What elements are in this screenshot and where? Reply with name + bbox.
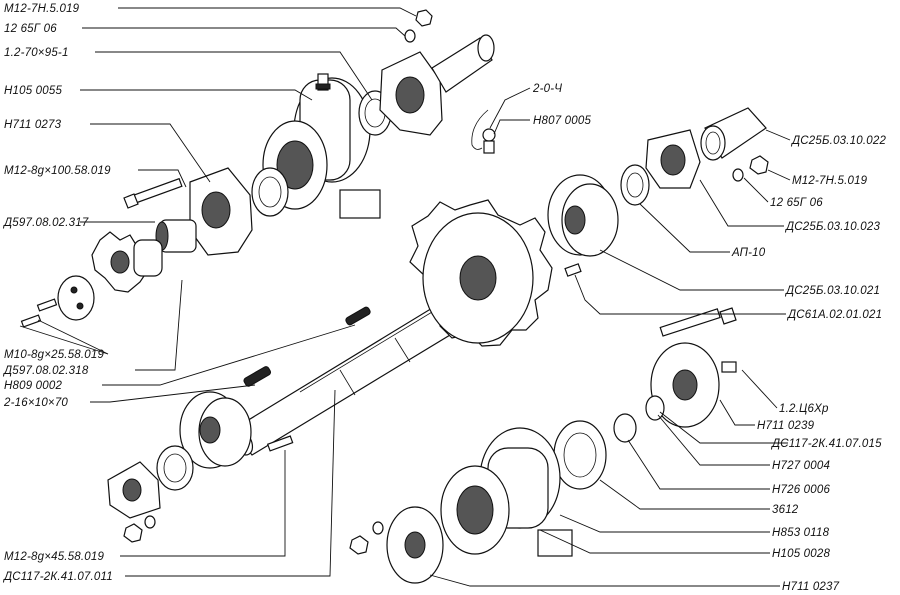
callout-label: ДС117-2К.41.07.015	[770, 438, 882, 450]
bolt-m12x100	[123, 177, 183, 209]
right-flange-plate	[645, 129, 701, 189]
upper-cover-flange	[379, 51, 443, 136]
callout-label: М12-7Н.5.019	[4, 3, 80, 15]
washer-right	[732, 168, 744, 182]
callout-label: Н711 0239	[757, 420, 815, 432]
callout-label: М12-8g×45.58.019	[4, 551, 104, 563]
callout-label: Д597.08.02.317	[2, 217, 89, 229]
cap-small	[613, 413, 637, 443]
nut-lower-left	[123, 523, 143, 543]
plug-c6hr	[721, 361, 737, 373]
lock-washer	[645, 395, 665, 421]
left-lower-flange	[179, 391, 252, 469]
callout-label: Д597.08.02.318	[2, 365, 89, 377]
bearing-left	[251, 167, 289, 217]
right-hub	[547, 174, 619, 257]
flange-left	[189, 167, 253, 256]
end-plate	[57, 275, 95, 321]
seal-lower-left	[156, 445, 194, 491]
grease-nipple-upper	[315, 73, 331, 91]
callout-label: Н711 0237	[782, 581, 840, 593]
washer-lower-left	[144, 515, 156, 529]
callout-label: 1.2.Ц6Хр	[779, 403, 829, 415]
small-sprocket	[91, 231, 163, 293]
callout-label: 12 65Г 06	[770, 197, 823, 209]
plug-hub	[564, 263, 582, 277]
right-lower-flange	[650, 342, 720, 428]
callout-label: М10-8g×25.58.019	[4, 349, 104, 361]
callout-label: Н727 0004	[772, 460, 830, 472]
callout-label: Н853 0118	[772, 527, 830, 539]
callout-label: ДС61А.02.01.021	[786, 309, 882, 321]
callout-label: Н105 0028	[772, 548, 830, 560]
callout-label: ДС117-2К.41.07.011	[2, 571, 113, 583]
callout-label: 3612	[772, 504, 799, 516]
callout-label: 12 65Г 06	[4, 23, 57, 35]
callout-label: 2-16×10×70	[3, 397, 68, 409]
lower-flange	[386, 506, 444, 584]
callout-label: Н809 0002	[4, 380, 62, 392]
callout-label: М12-8g×100.58.019	[4, 165, 111, 177]
bearing-flange-lower-left	[107, 461, 161, 519]
grease-nipple-2-0-ch	[471, 109, 496, 154]
leader-lines	[19, 7, 791, 587]
bolt-m12x45	[266, 435, 294, 452]
nut-right	[749, 155, 769, 175]
bushing-left	[155, 219, 197, 253]
callout-label: М12-7Н.5.019	[792, 175, 868, 187]
key-upper	[345, 306, 371, 326]
washer-lower	[372, 521, 384, 535]
bearing-ap10	[620, 164, 650, 206]
callout-label: ДС25Б.03.10.023	[784, 221, 880, 233]
bearing-3612	[553, 420, 607, 490]
key-lower	[243, 366, 272, 387]
nut-upper-left	[415, 9, 433, 27]
bolts-m10	[20, 298, 58, 328]
callout-label: Н711 0273	[4, 119, 62, 131]
lower-bearing-housing	[440, 427, 573, 557]
upper-sleeve	[431, 34, 495, 93]
callout-label: 1.2-70×95-1	[4, 47, 69, 59]
callout-label: АП-10	[731, 247, 766, 259]
upper-bearing-housing	[262, 77, 381, 219]
callout-labels: М12-7Н.5.019 12 65Г 06 1.2-70×95-1 Н105 …	[2, 3, 886, 593]
drive-sprocket	[409, 199, 553, 347]
nut-lower	[349, 535, 369, 555]
callout-label: Н807 0005	[533, 115, 591, 127]
washer-upper-left	[404, 29, 416, 43]
right-sleeve	[700, 107, 767, 161]
callout-label: ДС25Б.03.10.021	[784, 285, 880, 297]
callout-label: ДС25Б.03.10.022	[790, 135, 886, 147]
callout-label: Н105 0055	[4, 85, 62, 97]
callout-label: 2-0-Ч	[532, 83, 562, 95]
callout-label: Н726 0006	[772, 484, 830, 496]
bolt-right-lower	[659, 307, 737, 337]
